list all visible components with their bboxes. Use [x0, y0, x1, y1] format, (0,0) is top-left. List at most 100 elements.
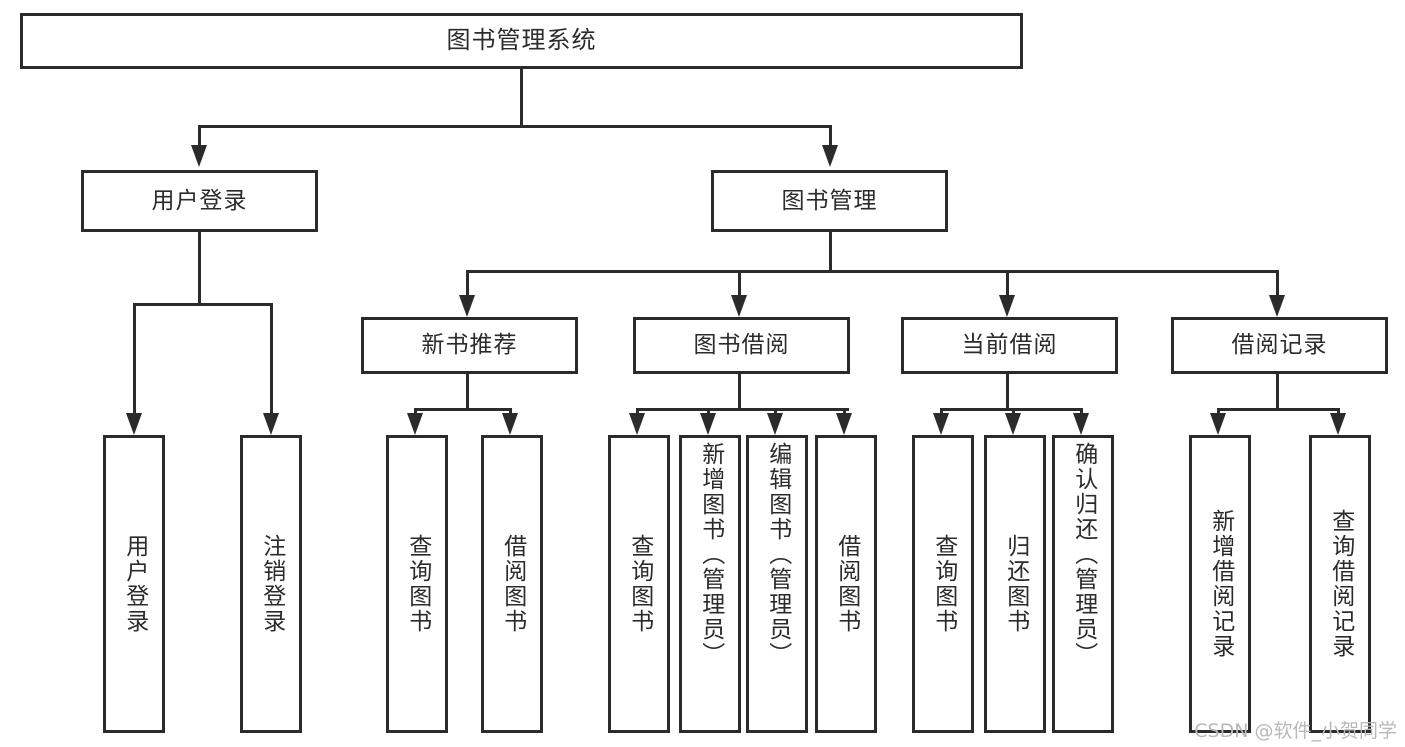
connector-new-book-rec-bus — [414, 408, 512, 411]
connector-cb-branch-1 — [940, 408, 943, 413]
node-label: 图书管理 — [781, 187, 878, 214]
arrowhead-leaf-logout — [263, 413, 279, 435]
leaf-label: 归还图书 — [1002, 534, 1029, 634]
leaf-content: 查询图书 — [915, 438, 971, 730]
connector-new-book-rec-stem — [466, 374, 469, 408]
connector-user-login-branch-2 — [270, 303, 273, 413]
leaf-node-add-borrow-record[interactable]: 新增借阅记录 — [1189, 435, 1251, 733]
arrowhead-to-user-login — [191, 145, 207, 167]
connector-to-book-mgmt — [829, 125, 832, 145]
arrowhead-to-new-book-rec — [459, 295, 475, 317]
leaf-node-borrow-book-rec[interactable]: 借阅图书 — [481, 435, 543, 733]
leaf-content: 借阅图书 — [484, 438, 540, 730]
node-borrow-record[interactable]: 借阅记录 — [1171, 317, 1388, 374]
leaf-node-query-book-rec[interactable]: 查询图书 — [386, 435, 448, 733]
arrowhead-to-borrow-record — [1269, 295, 1285, 317]
connector-root-stem — [520, 69, 523, 125]
connector-bb-branch-1 — [636, 408, 639, 413]
leaf-content: 新增图书（管理员） — [682, 438, 738, 734]
connector-current-borrow-bus — [940, 408, 1083, 411]
connector-user-login-bus — [133, 303, 273, 306]
connector-bb-branch-4 — [843, 408, 846, 413]
arrowhead-leaf-query-book-1 — [407, 413, 423, 435]
leaf-node-query-book-current[interactable]: 查询图书 — [912, 435, 974, 733]
arrowhead-leaf-query-book-3 — [933, 413, 949, 435]
leaf-label: 确认归还（管理员） — [1070, 442, 1097, 667]
leaf-node-query-book-borrow[interactable]: 查询图书 — [608, 435, 670, 733]
connector-br-branch-1 — [1217, 408, 1220, 413]
connector-root-bus — [198, 125, 832, 128]
leaf-node-logout[interactable]: 注销登录 — [240, 435, 302, 733]
leaf-content: 编辑图书（管理员） — [749, 438, 805, 734]
arrowhead-leaf-user-login — [126, 413, 142, 435]
connector-borrow-record-bus — [1217, 408, 1340, 411]
connector-current-borrow-stem — [1006, 374, 1009, 408]
connector-user-login-branch-1 — [133, 303, 136, 413]
leaf-label: 借阅图书 — [833, 534, 860, 634]
arrowhead-leaf-add-book — [700, 413, 716, 435]
leaf-content: 确认归还（管理员） — [1055, 438, 1111, 734]
leaf-content: 注销登录 — [243, 438, 299, 730]
node-user-login[interactable]: 用户登录 — [81, 170, 318, 232]
connector-to-user-login — [198, 125, 201, 145]
connector-to-current-borrow — [1006, 270, 1009, 295]
leaf-content: 借阅图书 — [818, 438, 874, 730]
leaf-label: 新增图书（管理员） — [697, 442, 724, 667]
leaf-label: 用户登录 — [121, 534, 148, 634]
arrowhead-leaf-add-record — [1210, 413, 1226, 435]
arrowhead-leaf-query-record — [1330, 413, 1346, 435]
connector-nbr-branch-2 — [509, 408, 512, 413]
leaf-node-borrow-book-borrow[interactable]: 借阅图书 — [815, 435, 877, 733]
node-book-management[interactable]: 图书管理 — [711, 170, 948, 232]
leaf-label: 注销登录 — [258, 534, 285, 634]
connector-bb-branch-2 — [707, 408, 710, 413]
node-label: 借阅记录 — [1231, 332, 1328, 359]
node-label: 用户登录 — [151, 187, 248, 214]
arrowhead-leaf-edit-book — [767, 413, 783, 435]
connector-br-branch-2 — [1337, 408, 1340, 413]
leaf-content: 用户登录 — [106, 438, 162, 730]
leaf-label: 查询图书 — [930, 534, 957, 634]
leaf-label: 查询图书 — [626, 534, 653, 634]
connector-book-borrow-stem — [738, 374, 741, 408]
arrowhead-to-book-mgmt — [822, 145, 838, 167]
connector-cb-branch-2 — [1012, 408, 1015, 413]
node-new-book-recommend[interactable]: 新书推荐 — [361, 317, 578, 374]
arrowhead-to-current-borrow — [999, 295, 1015, 317]
leaf-label: 查询图书 — [404, 534, 431, 634]
connector-cb-branch-3 — [1080, 408, 1083, 413]
leaf-node-query-borrow-record[interactable]: 查询借阅记录 — [1309, 435, 1371, 733]
connector-book-borrow-bus — [636, 408, 849, 411]
arrowhead-leaf-borrow-book-1 — [502, 413, 518, 435]
leaf-label: 编辑图书（管理员） — [764, 442, 791, 667]
node-label: 新书推荐 — [421, 332, 518, 359]
node-current-borrow[interactable]: 当前借阅 — [901, 317, 1118, 374]
leaf-node-add-book-admin[interactable]: 新增图书（管理员） — [679, 435, 741, 733]
arrowhead-to-book-borrow — [731, 295, 747, 317]
arrowhead-leaf-query-book-2 — [629, 413, 645, 435]
node-label: 图书管理系统 — [446, 26, 597, 55]
connector-bb-branch-3 — [774, 408, 777, 413]
leaf-node-edit-book-admin[interactable]: 编辑图书（管理员） — [746, 435, 808, 733]
leaf-label: 新增借阅记录 — [1207, 509, 1234, 659]
connector-to-borrow-record — [1276, 270, 1279, 295]
leaf-node-confirm-return-admin[interactable]: 确认归还（管理员） — [1052, 435, 1114, 733]
arrowhead-leaf-confirm-return — [1073, 413, 1089, 435]
leaf-content: 查询图书 — [611, 438, 667, 730]
connector-to-new-book-rec — [466, 270, 469, 295]
leaf-content: 新增借阅记录 — [1192, 438, 1248, 730]
node-label: 当前借阅 — [961, 332, 1058, 359]
csdn-watermark: CSDN @软件_小贺同学 — [1194, 720, 1397, 742]
connector-user-login-stem — [198, 232, 201, 303]
leaf-content: 查询图书 — [389, 438, 445, 730]
leaf-label: 借阅图书 — [499, 534, 526, 634]
leaf-label: 查询借阅记录 — [1327, 509, 1354, 659]
leaf-content: 查询借阅记录 — [1312, 438, 1368, 730]
node-book-borrow[interactable]: 图书借阅 — [633, 317, 850, 374]
connector-level3-bus — [466, 270, 1278, 273]
leaf-node-user-login[interactable]: 用户登录 — [103, 435, 165, 733]
node-root-system[interactable]: 图书管理系统 — [20, 13, 1023, 69]
leaf-node-return-book[interactable]: 归还图书 — [984, 435, 1046, 733]
arrowhead-leaf-return-book — [1005, 413, 1021, 435]
